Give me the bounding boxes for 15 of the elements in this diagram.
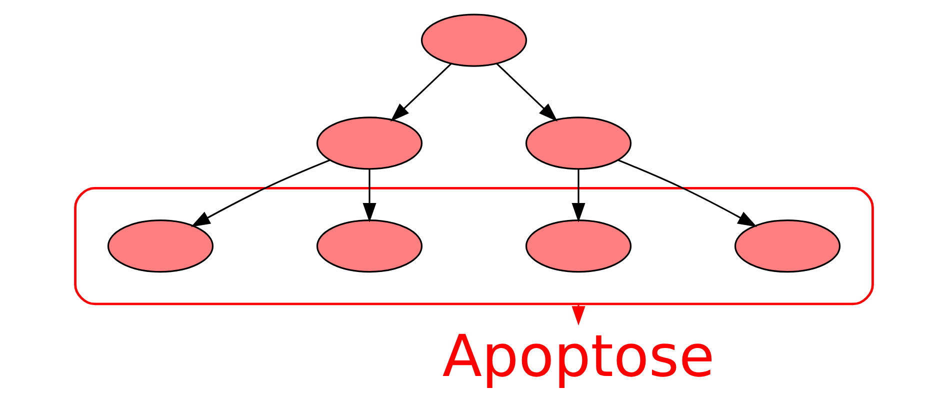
arrow <box>190 159 330 228</box>
node-ellipse <box>420 14 527 67</box>
arrow <box>362 168 376 222</box>
arrow <box>496 62 558 122</box>
arrow <box>617 159 757 228</box>
node-ellipse <box>316 220 422 273</box>
node-ellipse <box>734 220 840 273</box>
node-ellipse <box>106 220 214 273</box>
node-ellipse <box>316 116 422 170</box>
arrow <box>390 62 452 122</box>
node-text: Apoptose <box>442 322 714 390</box>
node-ellipse <box>524 220 632 273</box>
cluster <box>74 187 874 306</box>
arrow <box>571 168 585 222</box>
node-ellipse <box>524 116 632 170</box>
